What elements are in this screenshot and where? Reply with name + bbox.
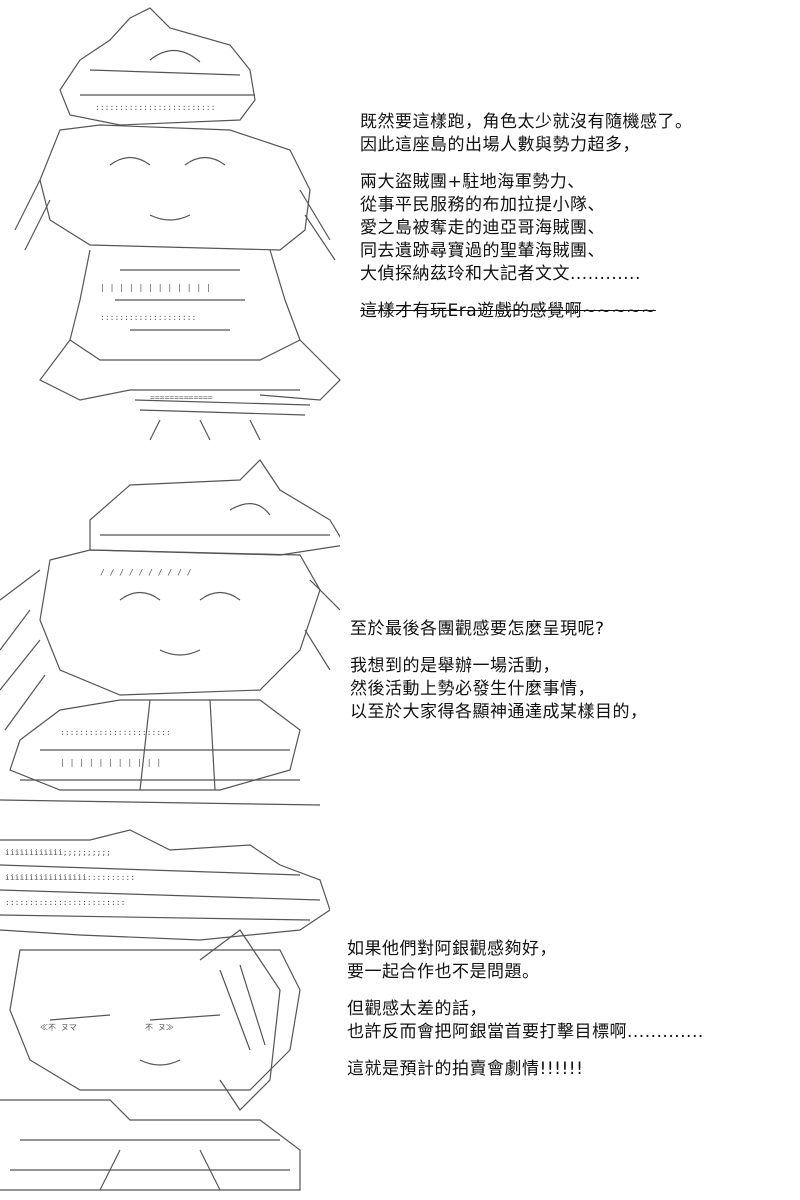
svg-text:| | | | | | | | | | |: | | | | | | | | | | | [60,758,161,767]
ascii-art-figure: ::::::::::::::::::::::::: | | | | | | | … [0,0,360,450]
hat-character-illustration: ::::::::::::::::::::::::: | | | | | | | … [14,7,341,441]
panel-2: / / / / / / / / / / ::::::::::::::::::::… [0,450,800,820]
text-line: 然後活動上勢必發生什麼事情， [350,679,595,699]
text-gap [360,286,693,300]
text-line: 至於最後各團觀感要怎麼呈現呢? [350,619,605,639]
text-line: 這就是預計的拍賣會劇情!!!!!! [347,1059,584,1079]
text-line: 既然要這樣跑，角色太少就沒有隨機感了。 [360,112,693,132]
svg-text:| | | | | | | | | | | |: | | | | | | | | | | | | [100,283,211,292]
text-line: 愛之島被奪走的迪亞哥海賊團、 [360,218,605,238]
struck-text-line: 這樣才有玩Era遊戲的感覺啊~~~~~ [360,301,656,321]
svg-text:/ / / / / / / / / /: / / / / / / / / / / [100,568,192,577]
svg-text:≪不 ヌマ: ≪不 ヌマ [40,1023,77,1032]
text-gap [350,641,648,655]
text-line: 也許反而會把阿銀當首要打擊目標啊............. [347,1022,704,1042]
svg-text:=============: ============= [150,393,213,402]
svg-text::::::::::::::::::::::::: ::::::::::::::::::::::: [60,728,171,737]
text-gap [347,1044,704,1058]
svg-text:iiiiiiiiiiiiiiiii::::::::::: iiiiiiiiiiiiiiiii:::::::::: [5,873,135,882]
cap-character-illustration: / / / / / / / / / / ::::::::::::::::::::… [0,459,340,806]
panel-1-text: 既然要這樣跑，角色太少就沒有隨機感了。 因此這座島的出場人數與勢力超多， 兩大盜… [360,111,693,323]
ascii-art-figure: / / / / / / / / / / ::::::::::::::::::::… [0,450,340,820]
text-line: 兩大盜賊團+駐地海軍勢力、 [360,172,585,192]
text-line: 要一起合作也不是問題。 [347,962,540,982]
silver-hair-character-illustration: iiiiiiiiiiii;;;;;;;;;; iiiiiiiiiiiiiiiii… [0,829,330,1191]
text-gap [347,984,704,998]
text-line: 大偵探納茲玲和大記者文文............ [360,264,641,284]
panel-2-text: 至於最後各團觀感要怎麼呈現呢? 我想到的是舉辦一場活動， 然後活動上勢必發生什麼… [350,618,648,724]
text-line: 因此這座島的出場人數與勢力超多， [360,135,640,155]
text-line: 我想到的是舉辦一場活動， [350,656,560,676]
panel-1: ::::::::::::::::::::::::: | | | | | | | … [0,0,800,450]
ascii-art-figure: iiiiiiiiiiii;;;;;;;;;; iiiiiiiiiiiiiiiii… [0,820,330,1200]
text-line: 同去遺跡尋寶過的聖輦海賊團、 [360,241,605,261]
text-gap [360,157,693,171]
svg-text:不 ヌ≫: 不 ヌ≫ [145,1023,174,1032]
panel-3: iiiiiiiiiiii;;;;;;;;;; iiiiiiiiiiiiiiiii… [0,820,800,1200]
text-line: 如果他們對阿銀觀感夠好， [347,939,557,959]
svg-text::::::::::::::::::::::::::: ::::::::::::::::::::::::: [95,103,215,112]
text-line: 從事平民服務的布加拉提小隊、 [360,195,605,215]
panel-3-text: 如果他們對阿銀觀感夠好， 要一起合作也不是問題。 但觀感太差的話， 也許反而會把… [347,938,704,1081]
svg-text:::::::::::::::::::::: :::::::::::::::::::: [100,313,196,322]
svg-text:iiiiiiiiiiii;;;;;;;;;;: iiiiiiiiiiii;;;;;;;;;; [5,848,111,857]
text-line: 但觀感太差的話， [347,999,487,1019]
text-line: 以至於大家得各顯神通達成某樣目的， [350,702,648,722]
svg-text::::::::::::::::::::::::::: ::::::::::::::::::::::::: [5,898,125,907]
